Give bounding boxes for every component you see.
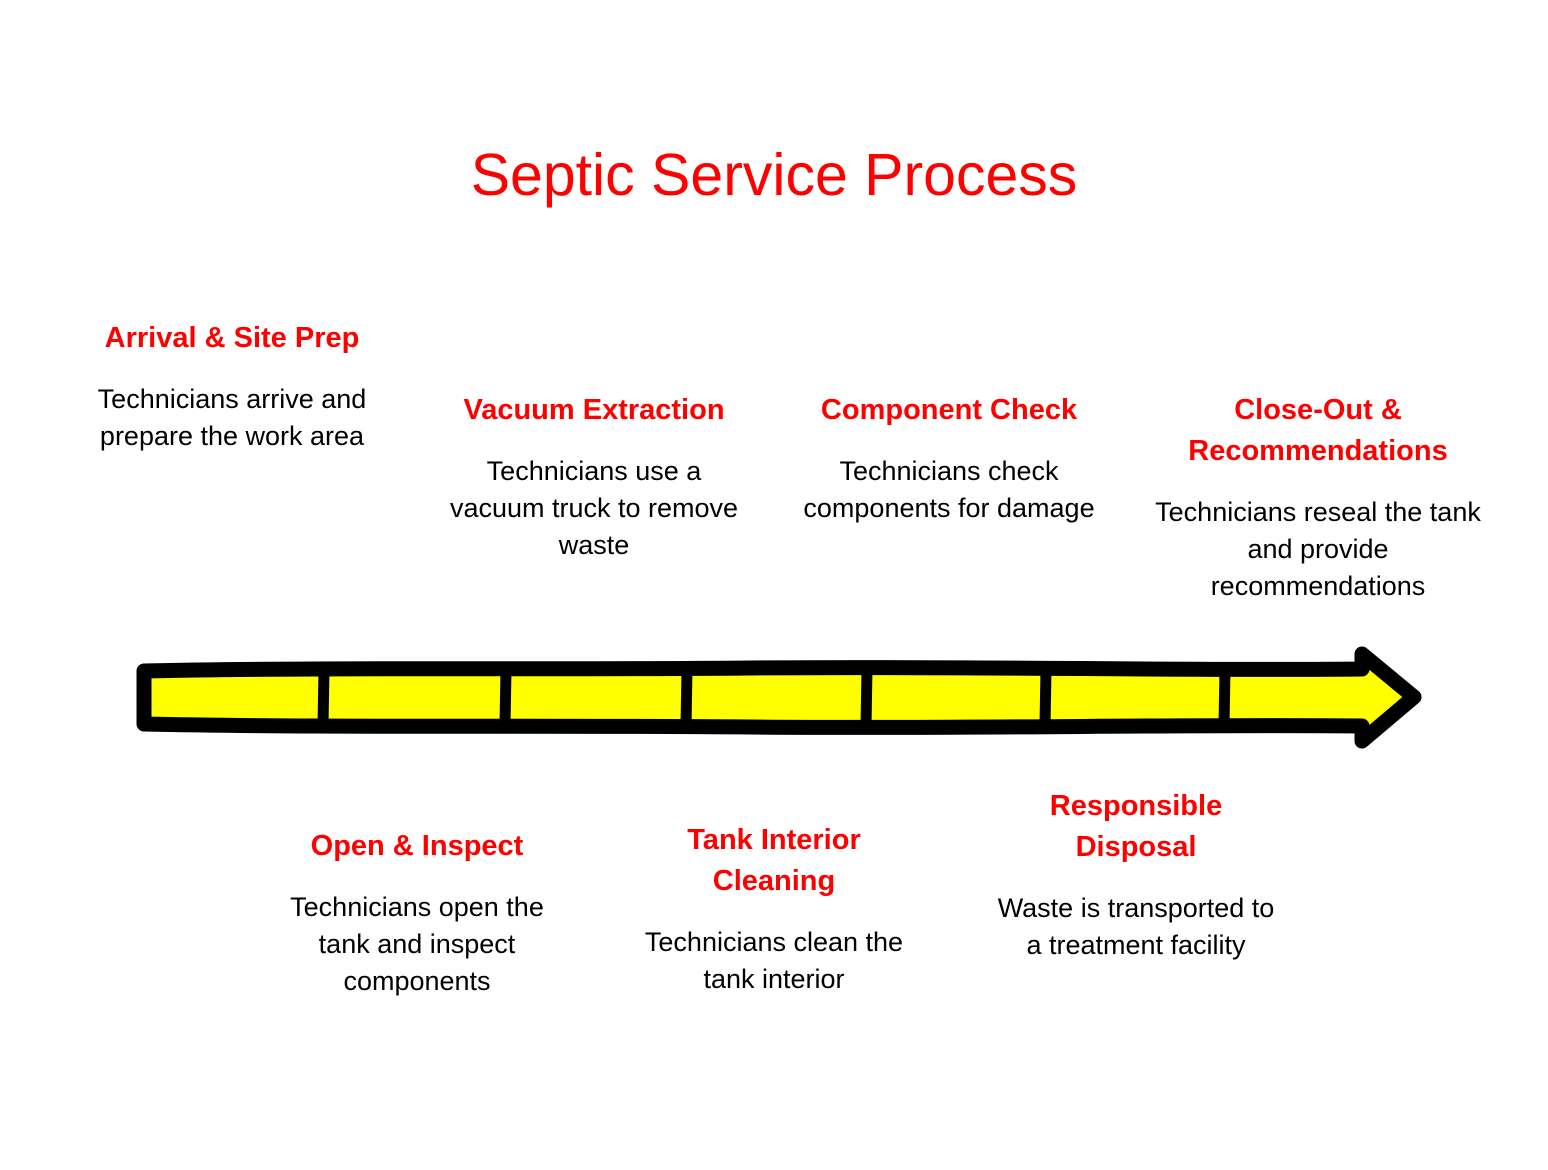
milestone-title: Tank Interior Cleaning <box>687 824 861 898</box>
milestone-description: Technicians reseal the tank and provide … <box>1155 497 1481 601</box>
milestone-arrival-site-prep[interactable]: Arrival & Site Prep Technicians arrive a… <box>72 318 392 455</box>
milestone-responsible-disposal[interactable]: Responsible Disposal Waste is transporte… <box>992 786 1280 964</box>
milestone-vacuum-extraction[interactable]: Vacuum Extraction Technicians use a vacu… <box>444 390 744 563</box>
milestone-component-check[interactable]: Component Check Technicians check compon… <box>800 390 1098 527</box>
milestone-open-inspect[interactable]: Open & Inspect Technicians open the tank… <box>262 826 572 999</box>
milestone-description: Technicians arrive and prepare the work … <box>97 384 367 451</box>
milestone-title: Vacuum Extraction <box>463 394 725 426</box>
milestone-tank-interior-cleaning[interactable]: Tank Interior Cleaning Technicians clean… <box>634 820 914 998</box>
milestone-title: Responsible Disposal <box>1049 790 1223 864</box>
milestone-close-out-recommendations[interactable]: Close-Out & Recommendations Technicians … <box>1140 390 1496 605</box>
page-title: Septic Service Process <box>470 142 1078 208</box>
milestone-description: Technicians clean the tank interior <box>644 927 904 995</box>
milestone-title: Close-Out & Recommendations <box>1188 394 1448 468</box>
arrow-body <box>136 646 1422 749</box>
milestone-description: Technicians open the tank and inspect co… <box>290 892 544 996</box>
milestone-description: Technicians check components for damage <box>803 456 1095 523</box>
milestone-title: Component Check <box>820 394 1078 426</box>
arrow-segment-dividers <box>317 662 1231 732</box>
milestone-title: Open & Inspect <box>310 830 524 862</box>
milestone-title: Arrival & Site Prep <box>104 322 360 354</box>
timeline-arrow-icon <box>136 646 1422 749</box>
milestone-description: Waste is transported to a treatment faci… <box>997 893 1275 961</box>
milestone-description: Technicians use a vacuum truck to remove… <box>449 456 739 560</box>
